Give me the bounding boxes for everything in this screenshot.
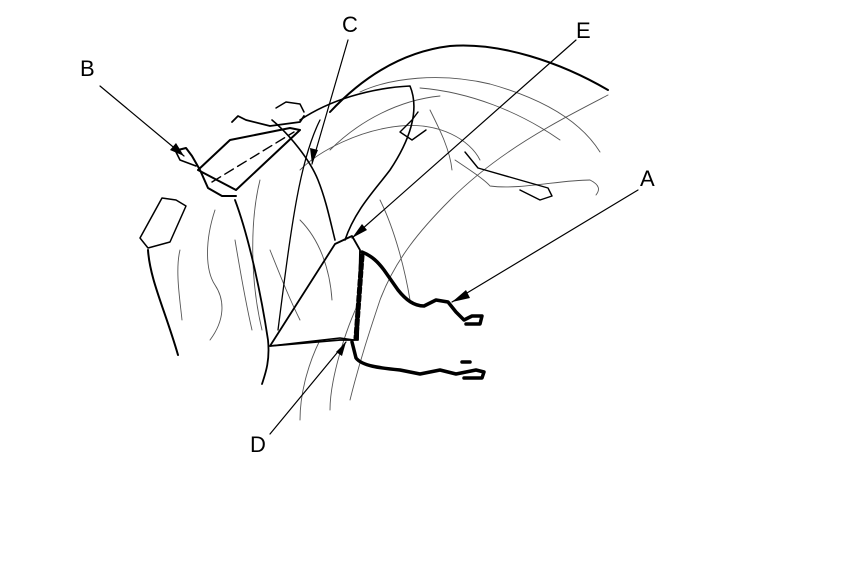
panel-left-edge-2 <box>277 119 321 331</box>
arrow-b <box>170 143 184 156</box>
seal-flap-upper <box>299 85 415 241</box>
callout-label-c: C <box>342 12 358 37</box>
panel-bracket <box>269 235 361 347</box>
callout-label-d: D <box>250 432 266 457</box>
callout-label-b: B <box>80 56 95 81</box>
arrow-d <box>336 342 346 356</box>
pillar-outline <box>147 249 179 356</box>
arrow-a <box>452 290 470 302</box>
harness-a <box>360 250 484 326</box>
leader-d <box>269 341 347 435</box>
trim-panel-top-edge <box>329 44 609 113</box>
panel-left-edge <box>234 199 270 385</box>
callout-label-a: A <box>640 166 655 191</box>
weatherstrip-dashed <box>211 131 295 183</box>
arrowheads <box>170 143 470 356</box>
harness-lower <box>350 340 486 380</box>
leader-a <box>451 189 639 303</box>
weatherstrip-channel <box>197 127 301 191</box>
tab-bracket-1 <box>399 111 427 141</box>
retainer-strip-dashed <box>353 253 365 341</box>
tab-bracket-2 <box>464 151 553 201</box>
seal-flap <box>271 119 336 241</box>
leader-b <box>99 85 185 157</box>
leader-c <box>311 39 349 165</box>
left-tab <box>139 197 187 249</box>
callout-label-e: E <box>576 18 591 43</box>
arrow-c <box>310 148 318 164</box>
clip-b-hook <box>175 151 197 167</box>
leader-lines <box>99 39 639 435</box>
weatherstrip-top-clip <box>275 101 305 113</box>
weatherstrip-top-lip <box>231 115 305 127</box>
panel-bracket-bottom <box>269 337 355 347</box>
leader-e <box>351 39 577 239</box>
arrow-e <box>352 224 367 238</box>
